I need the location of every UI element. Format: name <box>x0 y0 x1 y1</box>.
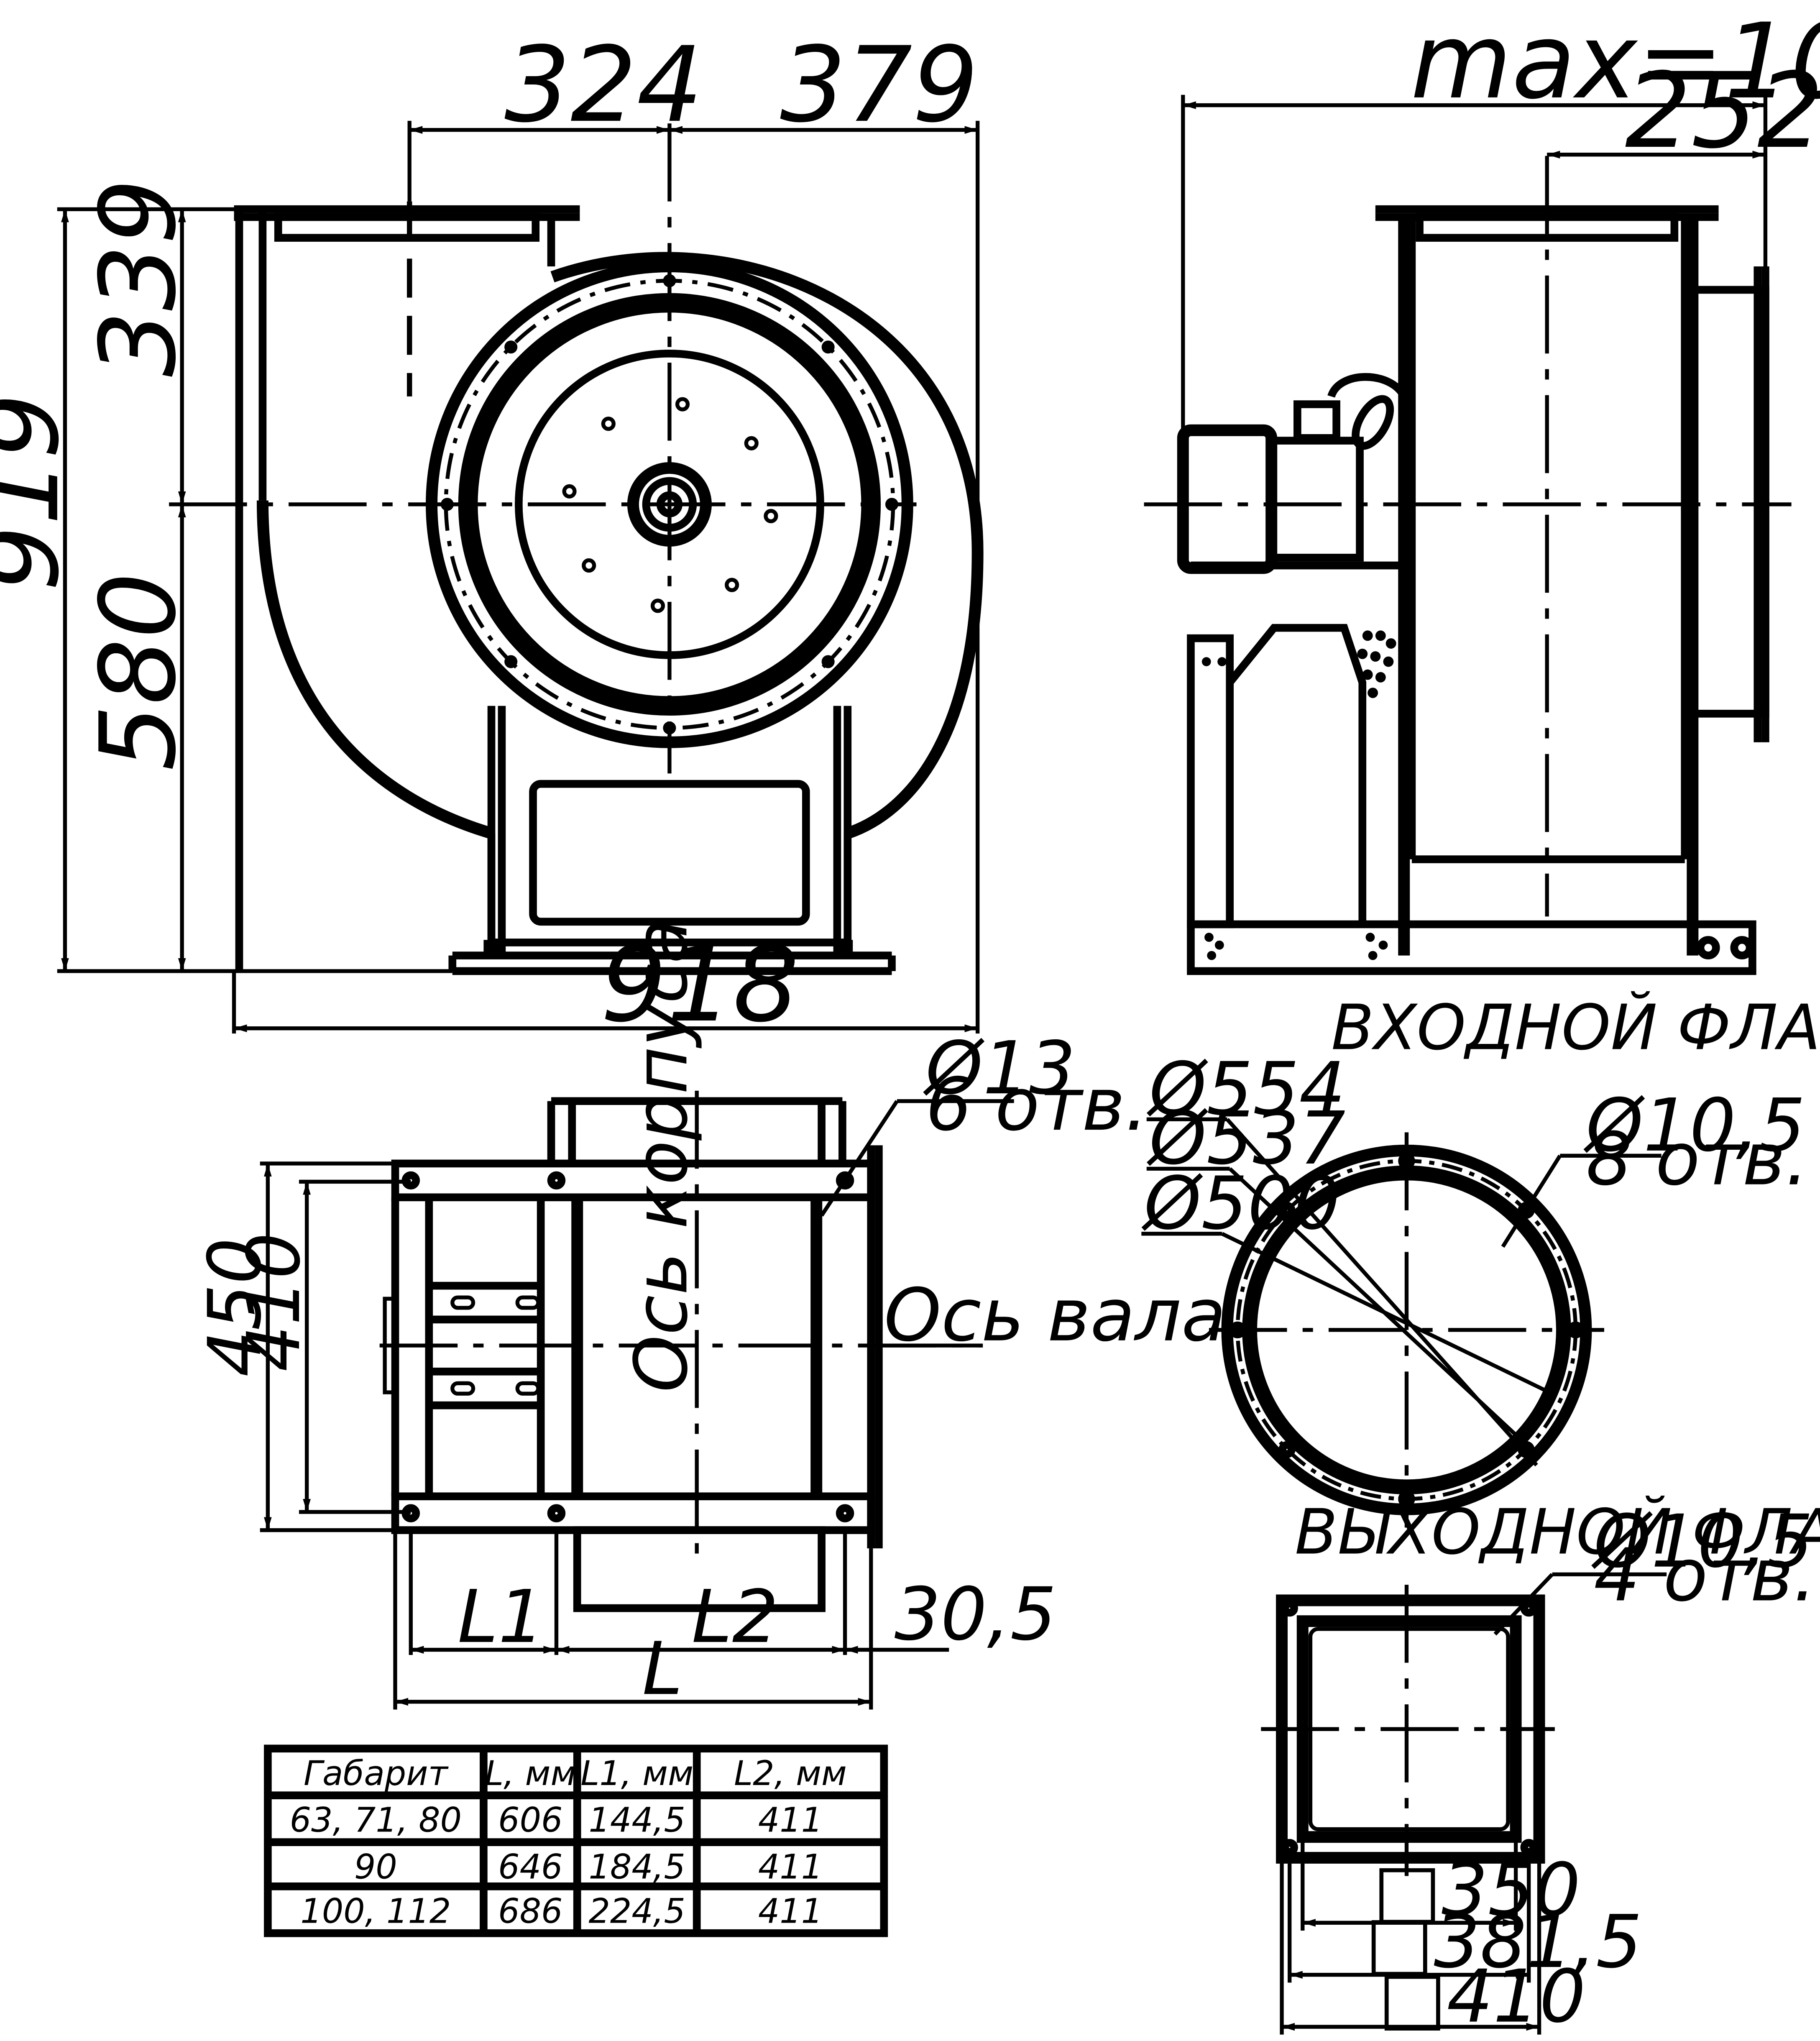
outlet-hole-count: 4 отв. <box>1594 1533 1816 1618</box>
outlet-hole-dia: Ø10,5 <box>1591 1499 1813 1584</box>
table-cell: 90 <box>354 1848 397 1887</box>
d554: Ø554 <box>1147 1047 1345 1132</box>
dim-339: 339 <box>78 179 199 377</box>
table-cell: 411 <box>758 1848 823 1887</box>
dim-919: 919 <box>0 393 82 592</box>
dim-30-5: 30,5 <box>895 1572 1057 1657</box>
d537: Ø537 <box>1147 1096 1345 1181</box>
dim-324: 324 <box>504 24 703 146</box>
dim-L2: L2 <box>692 1575 779 1660</box>
table-header-L2: L2, мм <box>734 1754 847 1793</box>
table-cell: 411 <box>758 1801 823 1840</box>
plan-view: Ø13 6 отв. Ось вала Ось корпуса 450 410 … <box>193 919 1226 1711</box>
dim-L: L <box>642 1627 683 1711</box>
dim-L1: L1 <box>458 1575 544 1660</box>
side-view: max=1070 252 <box>1144 1 1820 975</box>
d500: Ø500 <box>1142 1161 1340 1246</box>
hole-dia-13: Ø13 <box>923 1026 1076 1111</box>
size-table: Габарит L, мм L1, мм L2, мм 63, 71, 80 6… <box>264 1744 888 1937</box>
table-header-L1: L1, мм <box>580 1754 693 1793</box>
table-cell: 411 <box>758 1892 823 1931</box>
table-header-L: L, мм <box>485 1754 576 1793</box>
outlet-flange-title: ВЫХОДНОЙ ФЛАНЕЦ <box>1295 1495 1820 1569</box>
sq381-5: □381,5 <box>1365 1900 1642 1985</box>
sq410: □410 <box>1378 1954 1586 2039</box>
table-cell: 224,5 <box>589 1892 685 1931</box>
table-cell: 100, 112 <box>300 1892 451 1931</box>
table-header-gabarit: Габарит <box>304 1754 449 1793</box>
dim-580: 580 <box>78 573 199 771</box>
table-cell: 606 <box>498 1801 562 1840</box>
dim-918: 918 <box>601 924 799 1045</box>
inlet-flange-title: ВХОДНОЙ ФЛАНЕЦ <box>1331 990 1820 1064</box>
sq350: □350 <box>1373 1848 1581 1933</box>
table-cell: 686 <box>498 1892 562 1931</box>
front-view: 324 379 919 339 580 918 <box>0 24 984 1045</box>
dim-379: 379 <box>780 24 979 146</box>
dim-252: 252 <box>1625 50 1820 171</box>
shaft-axis-label: Ось вала <box>884 1273 1226 1358</box>
inlet-hole-count: 8 отв. <box>1586 1117 1808 1202</box>
outlet-flange: ВЫХОДНОЙ ФЛАНЕЦ Ø10,5 4 отв. □350 □381,5… <box>1261 1495 1820 2039</box>
inlet-flange: ВХОДНОЙ ФЛАНЕЦ Ø554 Ø537 Ø500 Ø10,5 8 от… <box>1141 990 1820 1528</box>
hole-count-6: 6 отв. <box>925 1062 1148 1147</box>
dim-450: 450 <box>193 1238 278 1376</box>
dim-410: 410 <box>232 1233 317 1371</box>
housing-axis-label: Ось корпуса <box>619 919 704 1392</box>
table-cell: 184,5 <box>589 1848 685 1887</box>
table-cell: 63, 71, 80 <box>290 1801 462 1840</box>
table-cell: 144,5 <box>589 1801 685 1840</box>
table-cell: 646 <box>498 1848 562 1887</box>
inlet-hole-dia: Ø10,5 <box>1583 1083 1805 1168</box>
dim-max-1070: max=1070 <box>1411 1 1820 122</box>
